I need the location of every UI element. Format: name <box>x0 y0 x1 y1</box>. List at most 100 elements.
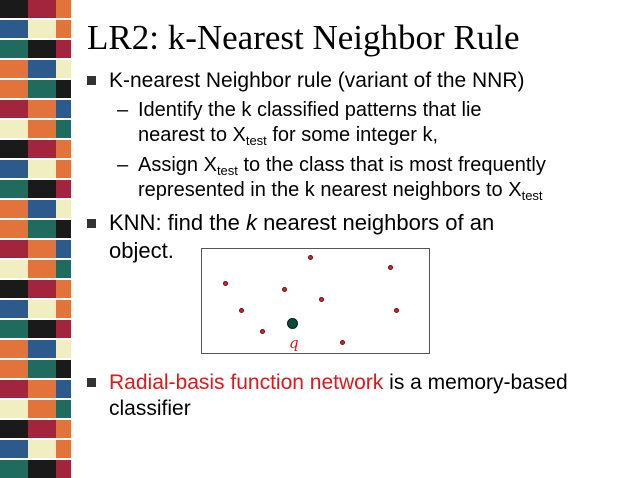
stripe-band <box>0 120 28 138</box>
stripe-band <box>28 20 56 38</box>
stripe-band <box>56 360 71 378</box>
stripe-band <box>0 140 28 158</box>
bullet-marker <box>87 378 96 387</box>
data-point <box>394 308 399 313</box>
stripe-band <box>0 220 28 238</box>
stripe-band <box>0 400 28 418</box>
stripe-band <box>56 180 71 198</box>
stripe-band <box>28 160 56 178</box>
stripe-band <box>56 380 71 398</box>
stripe-band <box>0 240 28 258</box>
stripe-band <box>28 440 56 458</box>
bullet-knn-rule: K-nearest Neighbor rule (variant of the … <box>109 69 525 92</box>
stripe-band <box>0 260 28 278</box>
bullet-marker <box>87 219 96 228</box>
query-point <box>287 318 298 329</box>
sub-bullet-assign-cont: represented in the k nearest neighbors t… <box>138 179 543 203</box>
stripe-band <box>28 60 56 78</box>
sub-bullet-dash: – <box>117 154 129 176</box>
bullet-knn-find: KNN: find the k nearest neighbors of an <box>109 210 495 235</box>
stripe-band <box>0 360 28 378</box>
slide-title: LR2: k-Nearest Neighbor Rule <box>87 18 520 57</box>
data-point <box>308 255 313 260</box>
stripe-band <box>0 440 28 458</box>
stripe-band <box>0 320 28 338</box>
stripe-band <box>56 320 71 338</box>
stripe-band <box>56 20 71 38</box>
stripe-band <box>28 300 56 318</box>
stripe-band <box>28 240 56 258</box>
stripe-band <box>56 240 71 258</box>
rbf-highlight: Radial-basis function network <box>109 371 384 394</box>
stripe-band <box>56 340 71 358</box>
stripe-band <box>56 160 71 178</box>
data-point <box>282 287 287 292</box>
stripe-band <box>0 0 28 18</box>
stripe-band <box>28 200 56 218</box>
sub-bullet-assign: Assign Xtest to the class that is most f… <box>138 154 546 178</box>
data-point <box>388 265 393 270</box>
stripe-band <box>28 220 56 238</box>
sub-bullet-identify-cont: nearest to Xtest for some integer k, <box>138 124 438 148</box>
knn-illustration: q <box>201 248 430 354</box>
stripe-band <box>0 40 28 58</box>
stripe-band <box>0 80 28 98</box>
bullet-marker <box>87 76 96 85</box>
stripe-band <box>56 400 71 418</box>
stripe-band <box>28 400 56 418</box>
stripe-band <box>56 40 71 58</box>
data-point <box>223 281 228 286</box>
stripe-band <box>56 440 71 458</box>
stripe-band <box>56 60 71 78</box>
stripe-band <box>0 380 28 398</box>
stripe-band <box>56 260 71 278</box>
stripe-band <box>56 140 71 158</box>
stripe-band <box>0 180 28 198</box>
stripe-band <box>56 220 71 238</box>
stripe-band <box>0 420 28 438</box>
decorative-stripe <box>0 0 71 478</box>
stripe-band <box>56 460 71 478</box>
bullet-rbf-cont: classifier <box>109 397 191 420</box>
stripe-band <box>0 160 28 178</box>
stripe-band <box>28 80 56 98</box>
stripe-band <box>28 380 56 398</box>
stripe-band <box>0 280 28 298</box>
bullet-knn-find-cont: object. <box>109 238 174 263</box>
stripe-band <box>28 340 56 358</box>
stripe-band <box>28 320 56 338</box>
data-point <box>260 329 265 334</box>
stripe-band <box>56 120 71 138</box>
stripe-band <box>28 260 56 278</box>
stripe-band <box>0 20 28 38</box>
stripe-band <box>56 420 71 438</box>
stripe-band <box>0 300 28 318</box>
stripe-band <box>28 0 56 18</box>
stripe-band <box>56 0 71 18</box>
stripe-band <box>28 40 56 58</box>
stripe-band <box>28 460 56 478</box>
query-label: q <box>289 334 299 352</box>
stripe-band <box>28 180 56 198</box>
stripe-band <box>28 280 56 298</box>
stripe-band <box>28 100 56 118</box>
stripe-band <box>0 340 28 358</box>
stripe-band <box>28 140 56 158</box>
stripe-band <box>28 120 56 138</box>
data-point <box>340 340 345 345</box>
stripe-band <box>0 200 28 218</box>
stripe-band <box>56 280 71 298</box>
stripe-band <box>0 460 28 478</box>
stripe-band <box>56 100 71 118</box>
stripe-band <box>56 300 71 318</box>
sub-bullet-dash: – <box>117 99 129 121</box>
stripe-band <box>56 80 71 98</box>
bullet-rbf: Radial-basis function network is a memor… <box>109 371 568 394</box>
stripe-band <box>28 360 56 378</box>
stripe-band <box>28 420 56 438</box>
sub-bullet-identify: Identify the k classified patterns that … <box>138 99 482 121</box>
stripe-band <box>0 60 28 78</box>
data-point <box>319 297 324 302</box>
stripe-band <box>0 100 28 118</box>
data-point <box>239 308 244 313</box>
